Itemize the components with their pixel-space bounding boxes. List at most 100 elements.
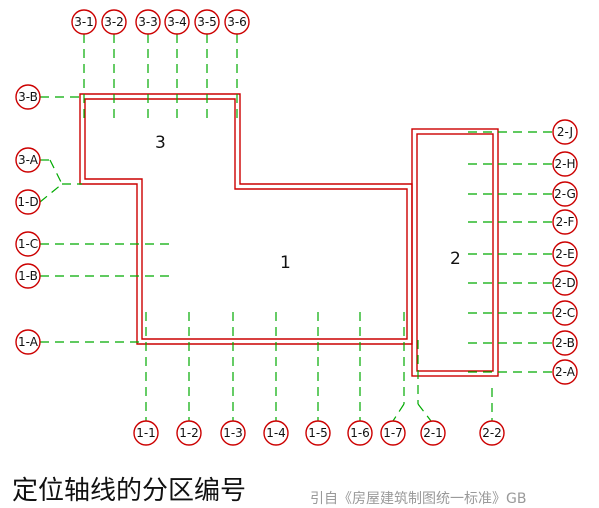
outer-wall-zones-1-3: [79, 93, 413, 345]
axis-label: 2-A: [555, 365, 576, 379]
axis-label: 3-B: [18, 90, 38, 104]
axis-bubble-1-c: 1-C: [15, 231, 41, 257]
axis-label: 2-E: [555, 247, 575, 261]
axis-bubbles: 3-1 3-2 3-3 3-4 3-5 3-6 3-B 3-A 1-D 1-C 1-B 1-A 1-1 1…: [15, 9, 578, 446]
axis-label: 2-2: [482, 426, 502, 440]
axis-bubble-1-a: 1-A: [15, 329, 41, 355]
axis-connector-1-7: [392, 403, 405, 422]
axis-label: 3-4: [167, 15, 187, 29]
axis-connector-1-d: [39, 183, 63, 203]
axis-bubble-circle: [479, 420, 505, 446]
axis-label: 2-D: [554, 276, 575, 290]
axis-bubble-2-2: 2-2: [479, 420, 505, 446]
axis-bubble-circle: [15, 329, 41, 355]
axis-bubble-3-6: 3-6: [224, 9, 250, 35]
axis-bubble-2-g: 2-G: [552, 181, 578, 207]
axis-bubble-circle: [552, 359, 578, 385]
axis-bubble-1-d: 1-D: [15, 189, 41, 215]
axis-bubble-2-e: 2-E: [552, 241, 578, 267]
axis-layout-drawing: 3-1 3-2 3-3 3-4 3-5 3-6 3-B 3-A 1-D 1-C 1-B 1-A 1-1 1…: [15, 9, 578, 446]
axis-label: 1-4: [266, 426, 286, 440]
axis-label: 3-1: [74, 15, 94, 29]
axis-label: 2-H: [555, 157, 576, 171]
axis-bubble-1-b: 1-B: [15, 263, 41, 289]
axis-bubble-circle: [347, 420, 373, 446]
axis-bubble-circle: [176, 420, 202, 446]
axis-bubble-3-1: 3-1: [71, 9, 97, 35]
zone-label-1: 1: [280, 253, 291, 273]
axis-bubble-circle: [133, 420, 159, 446]
axis-bubble-circle: [552, 300, 578, 326]
axis-label: 3-6: [227, 15, 247, 29]
axis-label: 1-6: [350, 426, 370, 440]
axis-label: 1-A: [18, 335, 39, 349]
axis-label: 3-A: [18, 153, 39, 167]
axis-bubble-circle: [15, 84, 41, 110]
axis-bubble-2-1: 2-1: [420, 420, 446, 446]
inner-wall-zone-2: [416, 133, 494, 372]
axis-bubble-circle: [305, 420, 331, 446]
axis-bubble-3-2: 3-2: [101, 9, 127, 35]
axis-label: 2-F: [556, 215, 575, 229]
axis-bubble-circle: [220, 420, 246, 446]
axis-bubble-1-1: 1-1: [133, 420, 159, 446]
axis-bubble-circle: [263, 420, 289, 446]
axis-label: 2-J: [557, 125, 573, 139]
axis-bubble-1-4: 1-4: [263, 420, 289, 446]
axis-bubble-2-b: 2-B: [552, 330, 578, 356]
zone-label-3: 3: [155, 133, 166, 153]
axis-label: 1-5: [308, 426, 328, 440]
building-walls: [79, 93, 499, 377]
axis-bubble-circle: [380, 420, 406, 446]
axis-label: 1-B: [18, 269, 38, 283]
axis-label: 1-1: [136, 426, 156, 440]
axis-bubble-circle: [135, 9, 161, 35]
axis-bubble-circle: [101, 9, 127, 35]
figure-caption: 定位轴线的分区编号: [12, 476, 247, 506]
axis-bubble-1-6: 1-6: [347, 420, 373, 446]
axis-bubble-circle: [552, 209, 578, 235]
axis-bubble-circle: [552, 181, 578, 207]
axis-bubble-3-3: 3-3: [135, 9, 161, 35]
axis-bubble-circle: [552, 151, 578, 177]
axis-bubble-circle: [15, 189, 41, 215]
zone-label-2: 2: [450, 249, 461, 269]
axis-label: 2-1: [423, 426, 443, 440]
axis-bubble-2-c: 2-C: [552, 300, 578, 326]
source-watermark: 引自《房屋建筑制图统一标准》GB: [310, 491, 527, 507]
axis-bubble-2-d: 2-D: [552, 270, 578, 296]
axis-bubble-circle: [15, 263, 41, 289]
axis-connector-2-1: [417, 403, 432, 422]
axis-bubble-circle: [15, 147, 41, 173]
axis-bubble-circle: [552, 241, 578, 267]
axis-bubble-circle: [552, 119, 578, 145]
axis-label: 2-B: [555, 336, 575, 350]
axis-lines: [39, 34, 552, 422]
axis-label: 2-G: [554, 187, 576, 201]
axis-bubble-circle: [224, 9, 250, 35]
axis-label: 3-2: [104, 15, 124, 29]
axis-bubble-2-f: 2-F: [552, 209, 578, 235]
axis-connector-3-a: [49, 159, 63, 185]
axis-label: 3-3: [138, 15, 158, 29]
axis-bubble-2-j: 2-J: [552, 119, 578, 145]
axis-bubble-circle: [194, 9, 220, 35]
axis-bubble-3-a: 3-A: [15, 147, 41, 173]
axis-label: 1-C: [18, 237, 38, 251]
axis-label: 1-3: [223, 426, 243, 440]
axis-bubble-circle: [71, 9, 97, 35]
axis-bubble-3-4: 3-4: [164, 9, 190, 35]
axis-bubble-circle: [420, 420, 446, 446]
axis-bubble-2-a: 2-A: [552, 359, 578, 385]
axis-bubble-1-3: 1-3: [220, 420, 246, 446]
axis-label: 1-D: [17, 195, 38, 209]
outer-wall-zone-2: [411, 128, 499, 377]
axis-bubble-2-h: 2-H: [552, 151, 578, 177]
axis-label: 1-7: [383, 426, 403, 440]
axis-bubble-1-5: 1-5: [305, 420, 331, 446]
axis-bubble-1-7: 1-7: [380, 420, 406, 446]
axis-label: 1-2: [179, 426, 199, 440]
axis-bubble-circle: [164, 9, 190, 35]
axis-label: 3-5: [197, 15, 217, 29]
axis-bubble-circle: [552, 270, 578, 296]
